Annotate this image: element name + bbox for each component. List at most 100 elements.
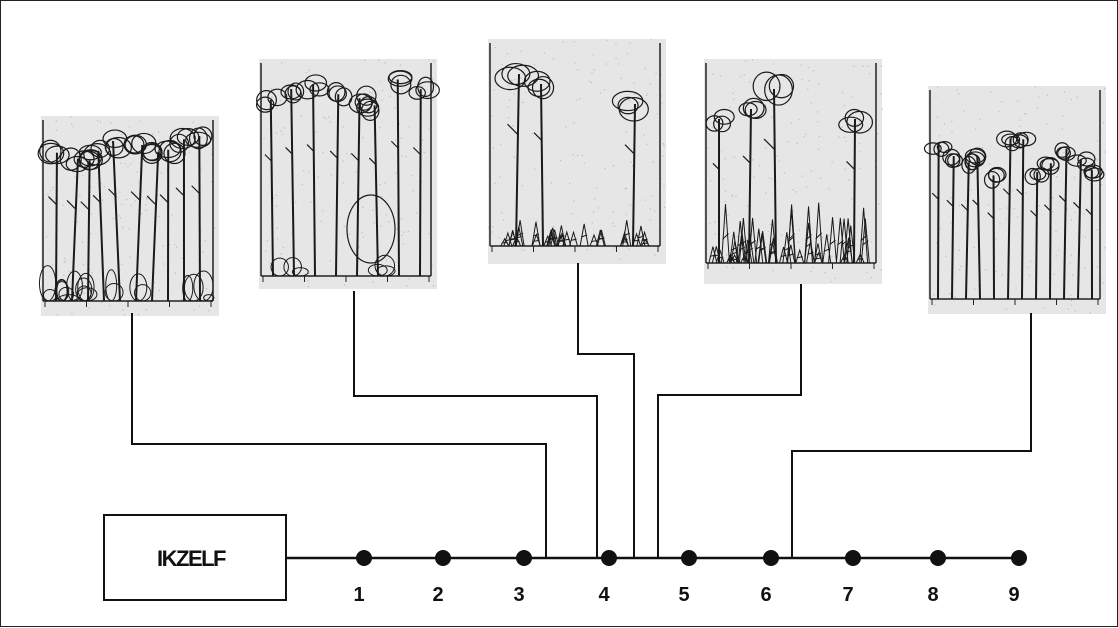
texture-dot [647,93,648,94]
texture-dot [412,190,413,191]
texture-dot [853,66,854,67]
texture-dot [802,176,803,177]
texture-dot [771,178,772,179]
texture-dot [959,250,960,251]
station-6-dot [763,550,779,566]
texture-dot [146,198,147,199]
texture-dot [121,204,122,205]
texture-dot [935,96,936,97]
texture-dot [422,139,423,140]
texture-dot [364,60,365,61]
texture-dot [1084,268,1085,269]
texture-dot [1043,307,1044,308]
texture-dot [842,92,843,93]
texture-dot [100,122,101,123]
texture-dot [663,144,664,145]
texture-dot [356,171,357,172]
texture-dot [378,60,379,61]
texture-dot [726,254,727,255]
texture-dot [141,213,142,214]
texture-dot [798,119,799,120]
texture-dot [295,202,296,203]
texture-dot [805,134,806,135]
texture-dot [50,190,51,191]
texture-dot [1071,300,1072,301]
texture-dot [323,117,324,118]
texture-dot [843,116,844,117]
texture-dot [859,143,860,144]
texture-dot [806,186,807,187]
texture-dot [492,226,493,227]
texture-dot [56,149,57,150]
texture-dot [749,81,750,82]
texture-dot [380,225,381,226]
texture-dot [723,257,724,258]
texture-dot [401,137,402,138]
texture-dot [772,270,773,271]
texture-dot [384,182,385,183]
texture-dot [161,172,162,173]
texture-dot [369,92,370,93]
texture-dot [68,271,69,272]
texture-dot [709,223,710,224]
texture-dot [1055,231,1056,232]
texture-dot [999,208,1000,209]
texture-dot [508,117,509,118]
texture-dot [152,133,153,134]
texture-dot [428,129,429,130]
texture-dot [363,236,364,237]
texture-dot [828,235,829,236]
texture-dot [281,63,282,64]
texture-dot [284,127,285,128]
texture-dot [852,96,853,97]
station-7-dot [845,550,861,566]
texture-dot [1070,294,1071,295]
texture-dot [553,58,554,59]
texture-dot [725,190,726,191]
texture-dot [797,143,798,144]
station-2-label: 2 [432,584,443,606]
texture-dot [1090,312,1091,313]
texture-dot [189,152,190,153]
texture-dot [867,65,868,66]
texture-dot [509,100,510,101]
texture-dot [963,111,964,112]
texture-dot [1058,249,1059,250]
texture-dot [379,273,380,274]
texture-dot [650,39,651,40]
texture-dot [1096,229,1097,230]
texture-dot [503,220,504,221]
texture-dot [400,65,401,66]
texture-dot [214,227,215,228]
texture-dot [119,215,120,216]
texture-dot [770,224,771,225]
texture-dot [1103,282,1104,283]
texture-dot [793,210,794,211]
texture-dot [731,195,732,196]
texture-dot [1018,119,1019,120]
texture-dot [825,272,826,273]
texture-dot [1103,122,1104,123]
texture-dot [171,214,172,215]
texture-dot [408,126,409,127]
texture-dot [82,242,83,243]
texture-dot [301,116,302,117]
texture-dot [1002,274,1003,275]
texture-dot [960,266,961,267]
texture-dot [361,232,362,233]
texture-dot [877,133,878,134]
texture-dot [629,43,630,44]
texture-dot [1027,267,1028,268]
texture-dot [514,94,515,95]
texture-dot [1105,151,1106,152]
texture-dot [534,168,535,169]
texture-dot [121,264,122,265]
texture-dot [140,121,141,122]
texture-dot [950,222,951,223]
texture-dot [945,256,946,257]
texture-dot [109,305,110,306]
texture-dot [280,100,281,101]
texture-dot [512,80,513,81]
texture-dot [122,227,123,228]
texture-dot [573,154,574,155]
